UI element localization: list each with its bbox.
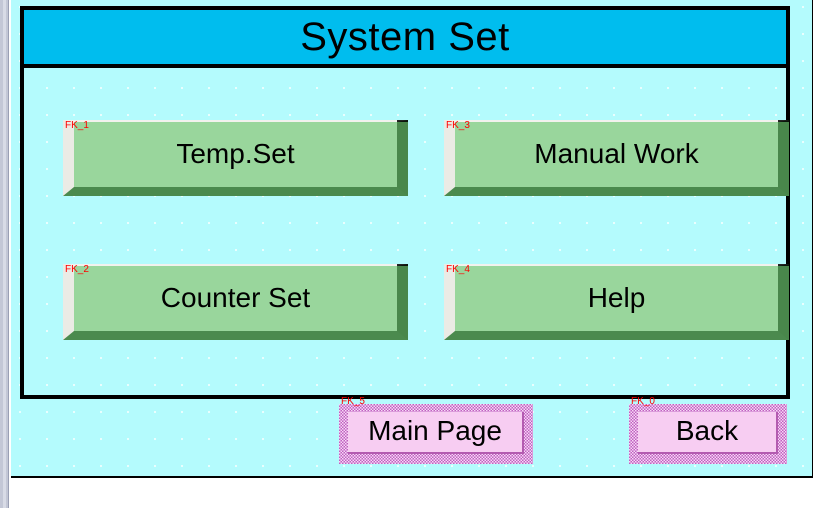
fk-tag-2: FK_2: [65, 264, 89, 275]
editor-workspace-blank: [11, 479, 813, 508]
left-scroll-gutter[interactable]: [0, 0, 9, 508]
page-title: System Set: [300, 15, 510, 59]
fk-button-label: Manual Work: [534, 137, 699, 169]
hmi-screen-canvas[interactable]: System Set FK_1 Temp.Set FK_3 Manual Wor…: [11, 0, 813, 478]
nav-button-label: Back: [675, 415, 739, 446]
title-banner: System Set: [24, 10, 786, 68]
fk-button-label: Counter Set: [160, 281, 311, 313]
nav-button-face: Main Page: [348, 412, 524, 454]
fk-button-temp-set[interactable]: FK_1 Temp.Set: [63, 120, 408, 196]
fk-tag-5: FK_5: [341, 396, 365, 407]
nav-button-face: Back: [638, 412, 778, 454]
fk-button-face: Temp.Set: [74, 122, 397, 187]
nav-button-label: Main Page: [368, 415, 502, 446]
nav-button-back[interactable]: FK_0 Back: [629, 397, 787, 464]
fk-button-face: Counter Set: [74, 266, 397, 331]
fk-button-label: Temp.Set: [176, 137, 295, 169]
fk-tag-1: FK_1: [65, 120, 89, 131]
fk-button-face: Manual Work: [455, 122, 778, 187]
fk-button-manual-work[interactable]: FK_3 Manual Work: [444, 120, 789, 196]
screen-frame: System Set FK_1 Temp.Set FK_3 Manual Wor…: [20, 6, 790, 399]
fk-button-help[interactable]: FK_4 Help: [444, 264, 789, 340]
left-gutter-track[interactable]: [3, 0, 6, 508]
fk-tag-4: FK_4: [446, 264, 470, 275]
fk-tag-0: FK_0: [631, 396, 655, 407]
fk-tag-3: FK_3: [446, 120, 470, 131]
fk-button-face: Help: [455, 266, 778, 331]
fk-button-label: Help: [587, 281, 646, 313]
fk-button-counter-set[interactable]: FK_2 Counter Set: [63, 264, 408, 340]
nav-button-main-page[interactable]: FK_5 Main Page: [339, 397, 533, 464]
